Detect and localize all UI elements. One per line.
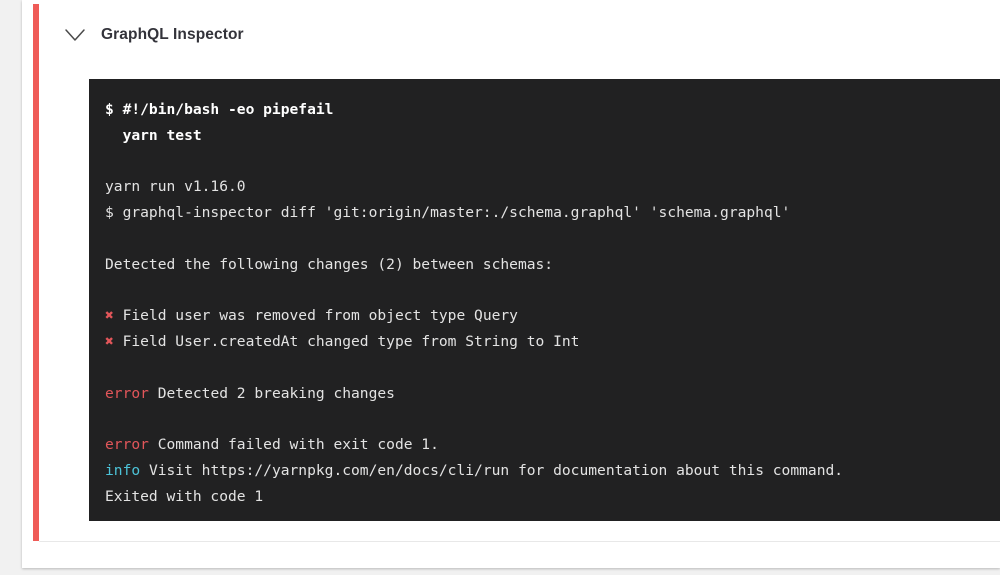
card-divider	[39, 541, 1000, 542]
terminal-line: error Detected 2 breaking changes	[105, 381, 1000, 407]
terminal-line-text: Visit https://yarnpkg.com/en/docs/cli/ru…	[140, 462, 844, 480]
step-status-rail	[33, 4, 39, 541]
terminal-line-text: Field User.createdAt changed type from S…	[113, 333, 580, 351]
step-title: GraphQL Inspector	[101, 26, 244, 44]
build-step-card: GraphQL Inspector $ #!/bin/bash -eo pipe…	[22, 0, 1000, 568]
terminal-log-level-error: error	[105, 384, 149, 402]
terminal-log-output: $ #!/bin/bash -eo pipefail yarn test yarn…	[105, 97, 1000, 510]
terminal-line: ✖ Field user was removed from object typ…	[105, 303, 1000, 329]
terminal-line	[105, 226, 1000, 252]
step-header-toggle[interactable]: GraphQL Inspector	[33, 4, 1000, 66]
terminal-command-text: yarn test	[105, 126, 202, 144]
terminal-line-text: yarn run v1.16.0	[105, 178, 246, 196]
chevron-down-icon[interactable]	[62, 22, 88, 48]
terminal-log-level-info: info	[105, 462, 141, 480]
terminal-line	[105, 149, 1000, 175]
terminal-line	[105, 278, 1000, 304]
terminal-line: ✖ Field User.createdAt changed type from…	[105, 329, 1000, 355]
terminal-line-text: Exited with code 1	[105, 487, 264, 505]
terminal-line-text: Detected 2 breaking changes	[148, 384, 395, 402]
terminal-line: error Command failed with exit code 1.	[105, 432, 1000, 458]
terminal-line: Exited with code 1	[105, 484, 1000, 510]
terminal-command-text: $ #!/bin/bash -eo pipefail	[105, 101, 334, 118]
terminal-log-level-error: error	[105, 436, 149, 454]
terminal-line: $ #!/bin/bash -eo pipefail	[105, 97, 1000, 123]
terminal-line-text: $ graphql-inspector diff 'git:origin/mas…	[105, 204, 791, 222]
terminal-log-panel[interactable]: $ #!/bin/bash -eo pipefail yarn test yarn…	[89, 79, 1000, 521]
terminal-line-text: Command failed with exit code 1.	[148, 436, 439, 454]
terminal-line: yarn test	[105, 123, 1000, 149]
breaking-change-icon: ✖	[105, 333, 114, 351]
terminal-line: Detected the following changes (2) betwe…	[105, 252, 1000, 278]
terminal-line: info Visit https://yarnpkg.com/en/docs/c…	[105, 458, 1000, 484]
terminal-line	[105, 407, 1000, 433]
terminal-line-text: Detected the following changes (2) betwe…	[105, 255, 554, 273]
terminal-line: $ graphql-inspector diff 'git:origin/mas…	[105, 200, 1000, 226]
terminal-line-text: Field user was removed from object type …	[113, 307, 518, 325]
breaking-change-icon: ✖	[105, 307, 114, 325]
terminal-line	[105, 355, 1000, 381]
terminal-line: yarn run v1.16.0	[105, 174, 1000, 200]
